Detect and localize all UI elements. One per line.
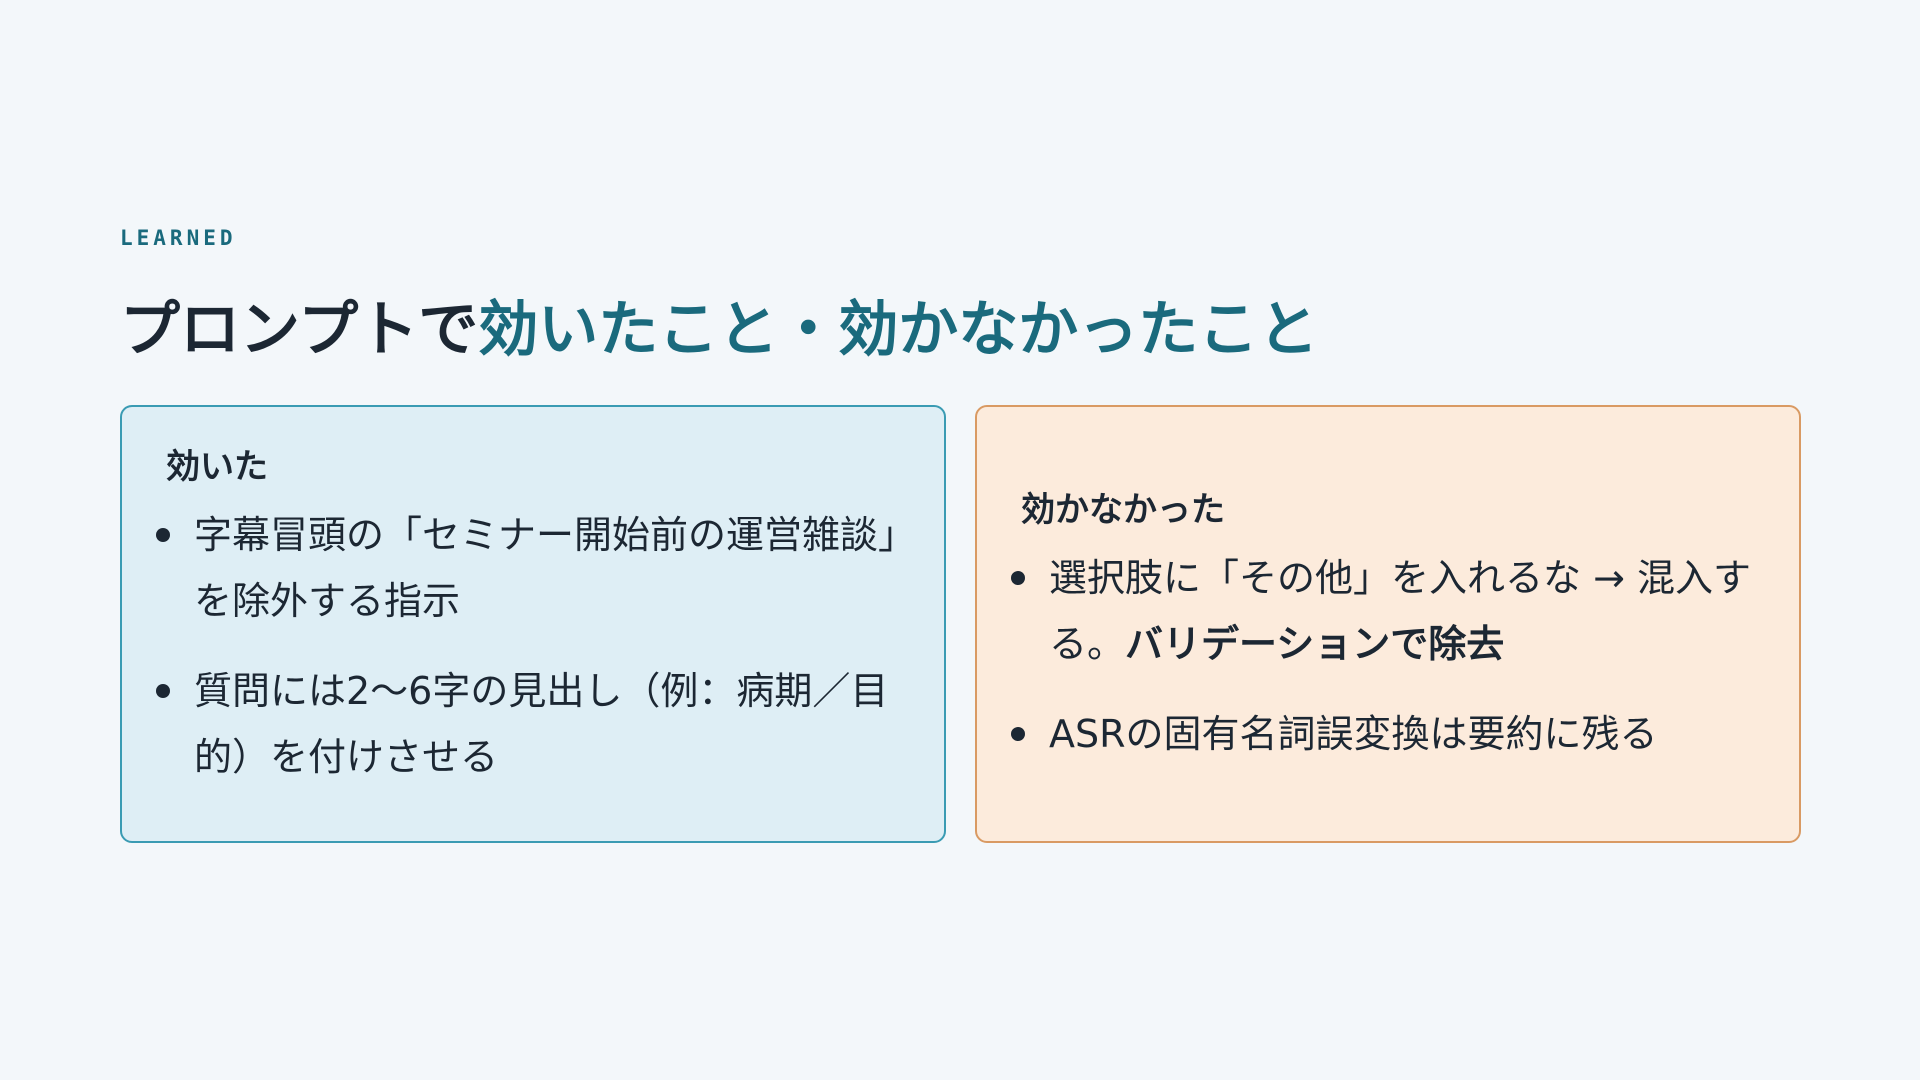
page-title: プロンプトで効いたこと・効かなかったこと	[120, 290, 1318, 370]
worked-item: 質問には2〜6字の見出し（例：病期／目的）を付けさせる	[154, 658, 900, 790]
failed-item-emphasis: バリデーションで除去	[1125, 621, 1505, 666]
failed-heading: 効かなかった	[1021, 489, 1225, 530]
bullet-dot-icon	[156, 527, 170, 542]
section-eyebrow: LEARNED	[120, 226, 237, 250]
worked-item: 字幕冒頭の「セミナー開始前の運営雑談」を除外する指示	[154, 502, 900, 634]
failed-item-text: ASRの固有名詞誤変換は要約に残る	[1049, 711, 1658, 756]
worked-item-text: 質問には2〜6字の見出し（例：病期／目的）を付けさせる	[194, 668, 889, 779]
failed-card: 効かなかった 選択肢に「その他」を入れるな → 混入する。バリデーションで除去 …	[975, 405, 1801, 843]
worked-card: 効いた 字幕冒頭の「セミナー開始前の運営雑談」を除外する指示 質問には2〜6字の…	[120, 405, 946, 843]
bullet-dot-icon	[1011, 570, 1025, 585]
failed-list: 選択肢に「その他」を入れるな → 混入する。バリデーションで除去 ASRの固有名…	[1009, 545, 1755, 767]
bullet-dot-icon	[1011, 726, 1025, 741]
worked-list: 字幕冒頭の「セミナー開始前の運営雑談」を除外する指示 質問には2〜6字の見出し（…	[154, 502, 900, 790]
failed-item-text: 選択肢に「その他」を入れるな → 混入する。	[1049, 555, 1751, 666]
worked-heading: 効いた	[166, 446, 268, 487]
failed-item: 選択肢に「その他」を入れるな → 混入する。バリデーションで除去	[1009, 545, 1755, 677]
title-accent: 効いたこと・効かなかったこと	[478, 295, 1319, 365]
failed-item: ASRの固有名詞誤変換は要約に残る	[1009, 701, 1755, 767]
bullet-dot-icon	[156, 683, 170, 698]
worked-item-text: 字幕冒頭の「セミナー開始前の運営雑談」を除外する指示	[194, 512, 898, 623]
title-plain: プロンプトで	[120, 295, 479, 365]
